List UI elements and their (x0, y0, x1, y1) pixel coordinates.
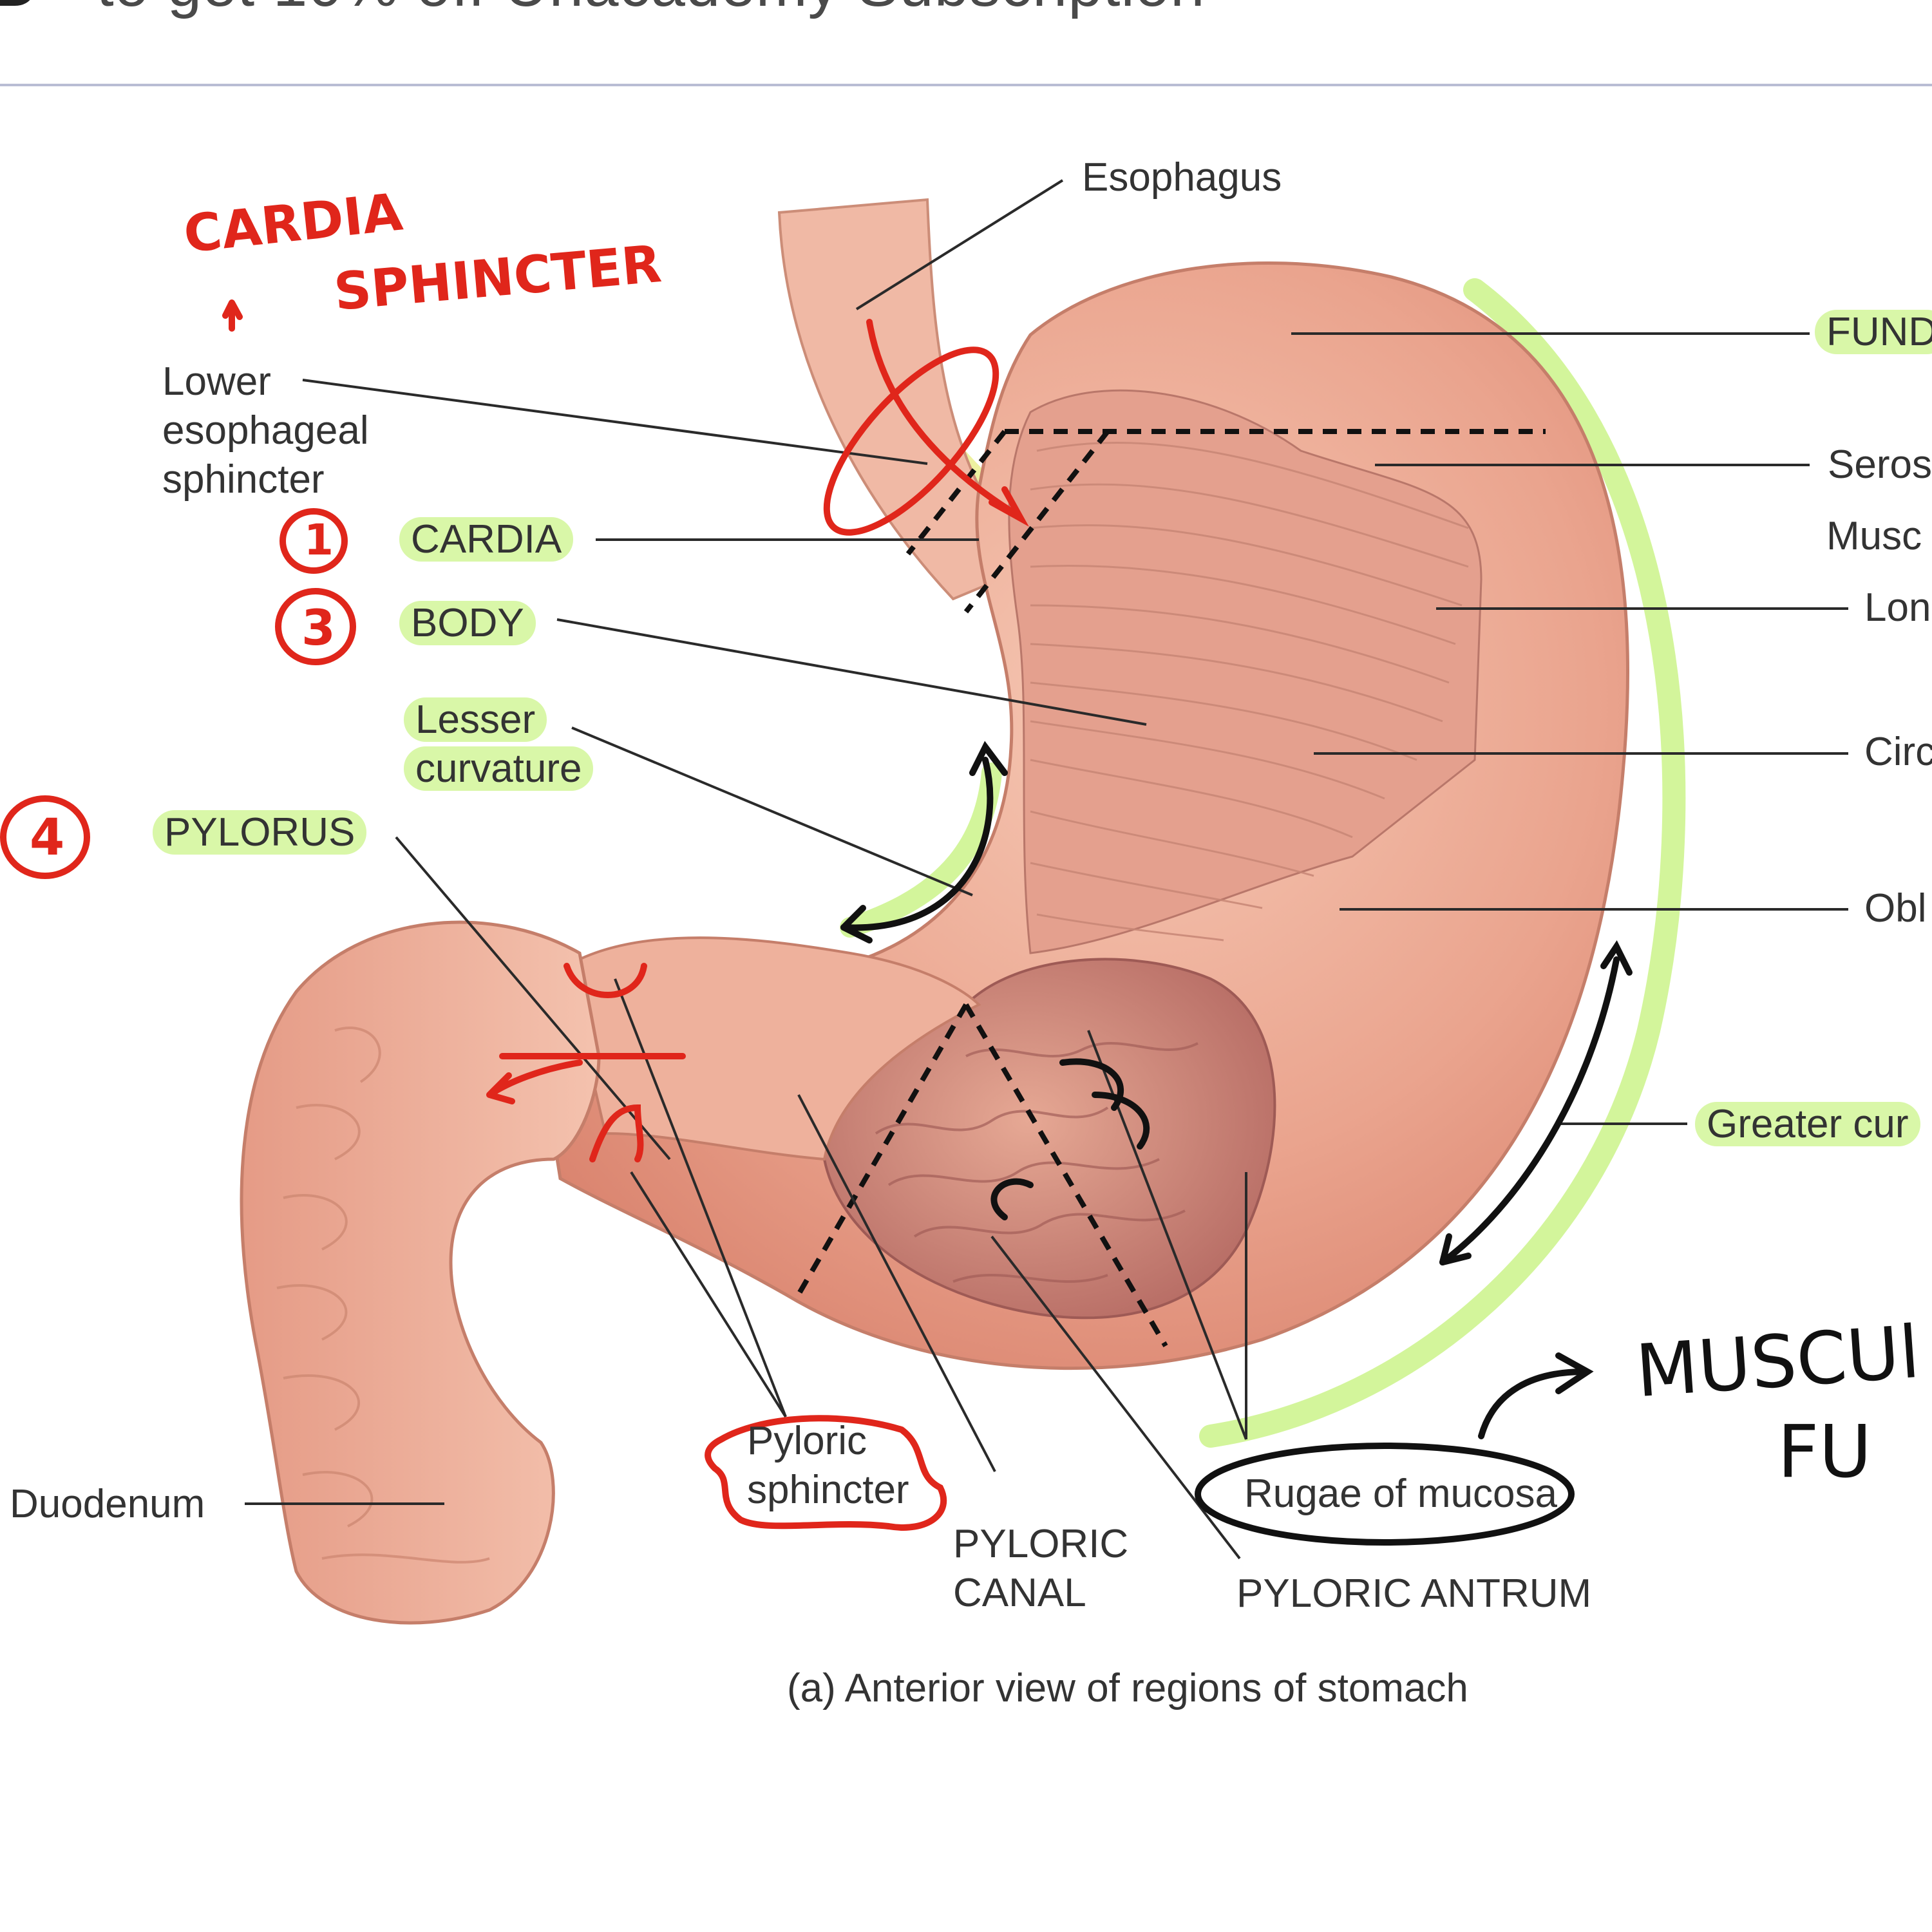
duodenum-shape (240, 920, 601, 1625)
les-circle (823, 346, 999, 536)
banner-mark: D (0, 0, 38, 21)
banner-divider (0, 84, 1932, 86)
pylorus-left-arrow (486, 1059, 583, 1104)
muscle-layer-cutaway (1008, 389, 1482, 954)
label-duodenum: Duodenum (10, 1482, 205, 1526)
black-annotations (840, 741, 1633, 1546)
rugae-folds (875, 1042, 1198, 1283)
greater-curvature-highlight (1199, 278, 1686, 1448)
rugae-circle (1195, 1443, 1575, 1546)
label-longitudinal: Lon (1864, 585, 1931, 630)
label-muscularis: Musc (1826, 514, 1922, 558)
les-cross-arrow (866, 319, 1021, 518)
label-esophagus: Esophagus (1082, 155, 1282, 200)
muscular-note-line2: FU (1777, 1410, 1872, 1494)
label-greater-curvature: Greater cur (1695, 1100, 1920, 1149)
lesser-curvature-arrow (840, 757, 994, 931)
muscle-fibers (1030, 441, 1469, 942)
number-3: 3 (301, 599, 336, 656)
label-pyloric-sphincter: Pyloric sphincter (747, 1419, 909, 1512)
label-pyloric-antrum: PYLORIC ANTRUM (1236, 1571, 1592, 1616)
label-serosa: Seros (1828, 442, 1932, 487)
label-body: BODY (399, 599, 536, 648)
number-1: 1 (304, 515, 334, 565)
pyloric-region-shape (565, 936, 981, 1161)
greater-curvature-arrow (1439, 956, 1620, 1265)
label-lower-esophageal-sphincter: Lower esophageal sphincter (162, 359, 369, 502)
promo-banner: D to get 10% off Unacademy Subscription (0, 0, 1932, 27)
pyloric-sphincter-outline (705, 1415, 947, 1531)
number-4: 4 (30, 809, 65, 867)
pylorus-up-arrow (589, 1104, 644, 1162)
pylorus-mark-u (564, 963, 647, 998)
label-cardia: CARDIA (399, 515, 574, 564)
banner-text: to get 10% off Unacademy Subscription (97, 0, 1206, 21)
label-pyloric-canal: PYLORIC CANAL (953, 1522, 1129, 1615)
label-pylorus: PYLORUS (153, 808, 367, 857)
label-rugae-of-mucosa: Rugae of mucosa (1244, 1472, 1557, 1516)
rugae-arrow (1478, 1368, 1587, 1439)
label-oblique: Obl (1864, 886, 1927, 931)
duodenum-folds (276, 1027, 490, 1564)
label-lesser-curvature: Lesser curvature (404, 696, 594, 793)
esophagus-shape (777, 198, 1033, 601)
label-fundus: FUND (1815, 308, 1932, 357)
red-annotations (0, 299, 1029, 1531)
label-circular: Circ (1864, 730, 1932, 774)
figure-caption: (a) Anterior view of regions of stomach (787, 1666, 1468, 1710)
region-dashed-lines (796, 429, 1546, 1348)
